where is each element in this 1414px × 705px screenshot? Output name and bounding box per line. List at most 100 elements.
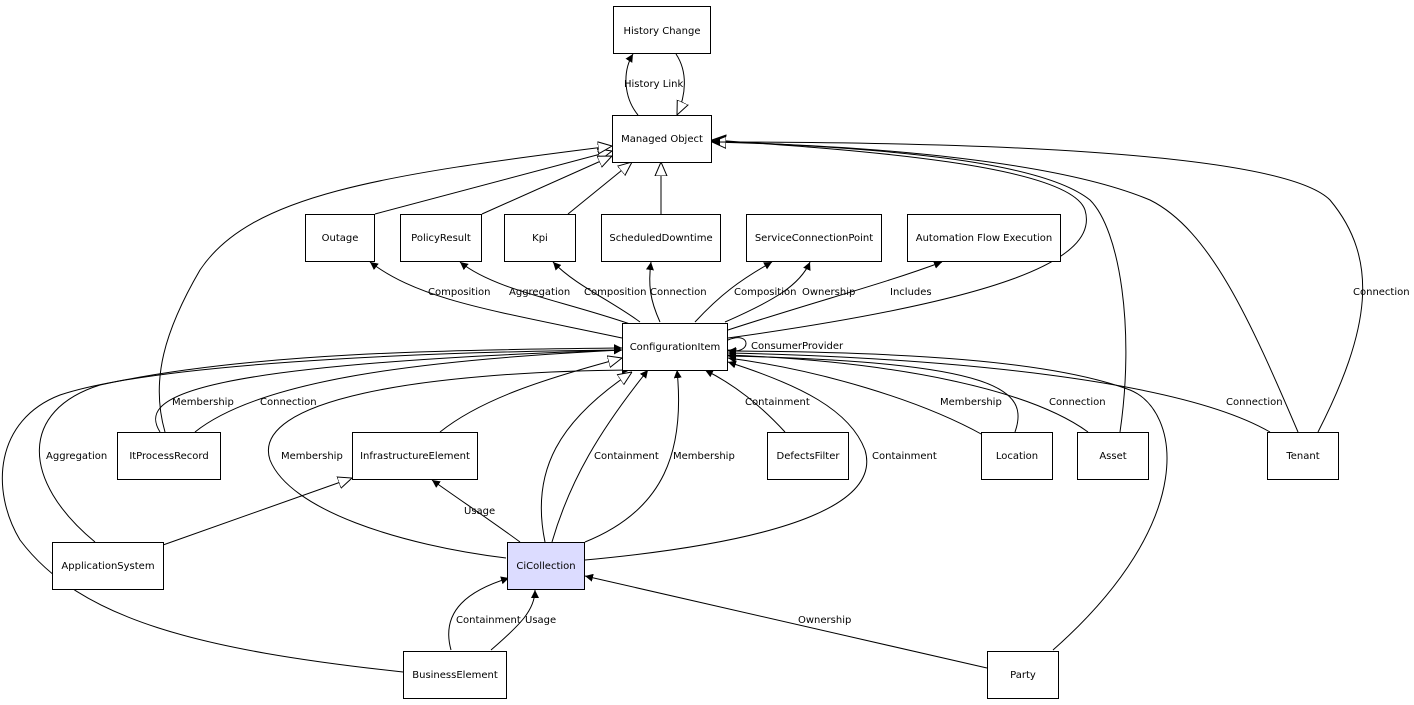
node-label: BusinessElement xyxy=(412,670,498,681)
node-label: History Change xyxy=(623,26,700,37)
edge-tenant-connection xyxy=(727,349,1271,433)
node-label: CiCollection xyxy=(516,561,575,572)
edge-label-scp-composition: Composition xyxy=(734,287,796,298)
edge-ci-inherits xyxy=(712,140,1087,339)
edge-be-membership xyxy=(1,346,623,673)
edge-label-cic-membership: Membership xyxy=(673,451,735,462)
edge-outage-inherits xyxy=(374,151,612,215)
edge-location-membership xyxy=(727,355,984,436)
edge-label-itpr-membership: Membership xyxy=(172,397,234,408)
edge-label-history-link: History Link xyxy=(624,79,683,90)
node-label: ServiceConnectionPoint xyxy=(755,233,873,244)
edge-kpi-inherits xyxy=(567,162,632,215)
edge-be-usage xyxy=(490,589,539,651)
node-policy-result[interactable]: PolicyResult xyxy=(400,214,482,262)
edge-tenant-mo-connection xyxy=(711,138,1364,433)
edge-policyresult-inherits xyxy=(481,156,612,215)
edge-afe-includes xyxy=(727,261,943,331)
node-location[interactable]: Location xyxy=(981,432,1053,480)
node-label: Outage xyxy=(322,233,359,244)
node-ci-collection[interactable]: CiCollection xyxy=(507,542,585,590)
node-label: DefectsFilter xyxy=(777,451,841,462)
edge-kpi-composition xyxy=(552,261,641,323)
edge-label-asset-connection: Connection xyxy=(1049,397,1106,408)
edge-cic-membership xyxy=(584,369,682,543)
edge-party-link xyxy=(727,347,1168,651)
node-asset[interactable]: Asset xyxy=(1077,432,1149,480)
node-label: InfrastructureElement xyxy=(360,451,470,462)
edge-label-party-ownership: Ownership xyxy=(798,615,851,626)
node-scheduled-downtime[interactable]: ScheduledDowntime xyxy=(601,214,721,262)
edge-itprocessrecord-inherits xyxy=(158,146,612,433)
edge-label-ci-consumer-provider: ConsumerProvider xyxy=(751,341,844,352)
edge-outage-composition xyxy=(369,261,623,339)
edge-be-containment xyxy=(448,576,510,651)
edge-defects-containment xyxy=(704,369,786,433)
edges xyxy=(1,53,1364,673)
edge-label-be-usage: Usage xyxy=(525,615,556,626)
edge-history-link xyxy=(625,53,639,116)
node-label: Party xyxy=(1010,670,1036,681)
node-label: ScheduledDowntime xyxy=(609,233,712,244)
edge-party-ownership xyxy=(584,573,988,669)
node-label: ConfigurationItem xyxy=(630,342,721,353)
edge-ci-self-consumer-provider xyxy=(727,337,747,356)
node-history-change[interactable]: History Change xyxy=(613,6,711,54)
edge-app-inherits-infra xyxy=(162,478,352,546)
node-label: ApplicationSystem xyxy=(61,561,154,572)
edge-asset-inherits xyxy=(712,141,1127,433)
node-label: Location xyxy=(996,451,1038,462)
node-outage[interactable]: Outage xyxy=(305,214,375,262)
edge-labels: History Link Composition Aggregation Com… xyxy=(46,79,1410,626)
edge-label-app-aggregation: Aggregation xyxy=(46,451,107,462)
edge-tenant-inherits xyxy=(712,142,1299,433)
node-defects-filter[interactable]: DefectsFilter xyxy=(767,432,849,480)
edge-itpr-membership xyxy=(155,346,623,433)
node-configuration-item[interactable]: ConfigurationItem xyxy=(622,323,728,371)
node-it-process-record[interactable]: ItProcessRecord xyxy=(117,432,221,480)
edge-history-change-to-managed-object xyxy=(675,53,684,115)
edge-label-downtime-connection: Connection xyxy=(650,287,707,298)
node-party[interactable]: Party xyxy=(987,651,1059,699)
edge-label-cic-containment: Containment xyxy=(594,451,659,462)
edge-app-aggregation xyxy=(38,344,623,543)
node-label: Asset xyxy=(1099,451,1126,462)
nodes: History Change Managed Object Outage Pol… xyxy=(52,6,1339,699)
edge-policyresult-aggregation xyxy=(459,261,631,325)
edge-label-tenant-connection: Connection xyxy=(1226,397,1283,408)
edge-label-kpi-composition: Composition xyxy=(584,287,646,298)
edge-downtime-connection xyxy=(646,261,661,323)
node-label: Tenant xyxy=(1285,451,1319,462)
node-label: ItProcessRecord xyxy=(129,451,208,462)
edge-scp-ownership xyxy=(724,261,811,323)
node-label: Managed Object xyxy=(621,134,703,145)
node-label: Automation Flow Execution xyxy=(916,233,1053,244)
edge-label-afe-includes: Includes xyxy=(890,287,932,298)
edge-label-location-membership: Membership xyxy=(940,397,1002,408)
node-label: Kpi xyxy=(532,233,548,244)
edge-label-cic-usage: Usage xyxy=(464,506,495,517)
edge-cic-inherits xyxy=(540,372,632,543)
edge-label-scp-ownership: Ownership xyxy=(802,287,855,298)
node-infrastructure-element[interactable]: InfrastructureElement xyxy=(352,432,478,480)
edge-label-be-containment: Containment xyxy=(456,615,521,626)
edge-scp-composition xyxy=(694,261,773,323)
edge-cic-containment-right xyxy=(584,360,868,561)
node-business-element[interactable]: BusinessElement xyxy=(403,651,507,699)
node-managed-object[interactable]: Managed Object xyxy=(612,115,712,163)
edge-label-itpr-connection: Connection xyxy=(260,397,317,408)
node-tenant[interactable]: Tenant xyxy=(1267,432,1339,480)
edge-cic-containment xyxy=(551,369,649,543)
node-service-connection-point[interactable]: ServiceConnectionPoint xyxy=(746,214,882,262)
edge-label-outage-composition: Composition xyxy=(428,287,490,298)
edge-label-tenant-mo-connection: Connection xyxy=(1353,287,1410,298)
edge-label-defects-containment: Containment xyxy=(745,397,810,408)
node-application-system[interactable]: ApplicationSystem xyxy=(52,542,164,590)
edge-location-link xyxy=(727,352,1019,433)
edge-label-cic-membership-left: Membership xyxy=(281,451,343,462)
edge-itpr-connection xyxy=(194,346,623,433)
node-automation-flow-execution[interactable]: Automation Flow Execution xyxy=(907,214,1061,262)
node-kpi[interactable]: Kpi xyxy=(504,214,576,262)
edge-label-cic-containment-right: Containment xyxy=(872,451,937,462)
